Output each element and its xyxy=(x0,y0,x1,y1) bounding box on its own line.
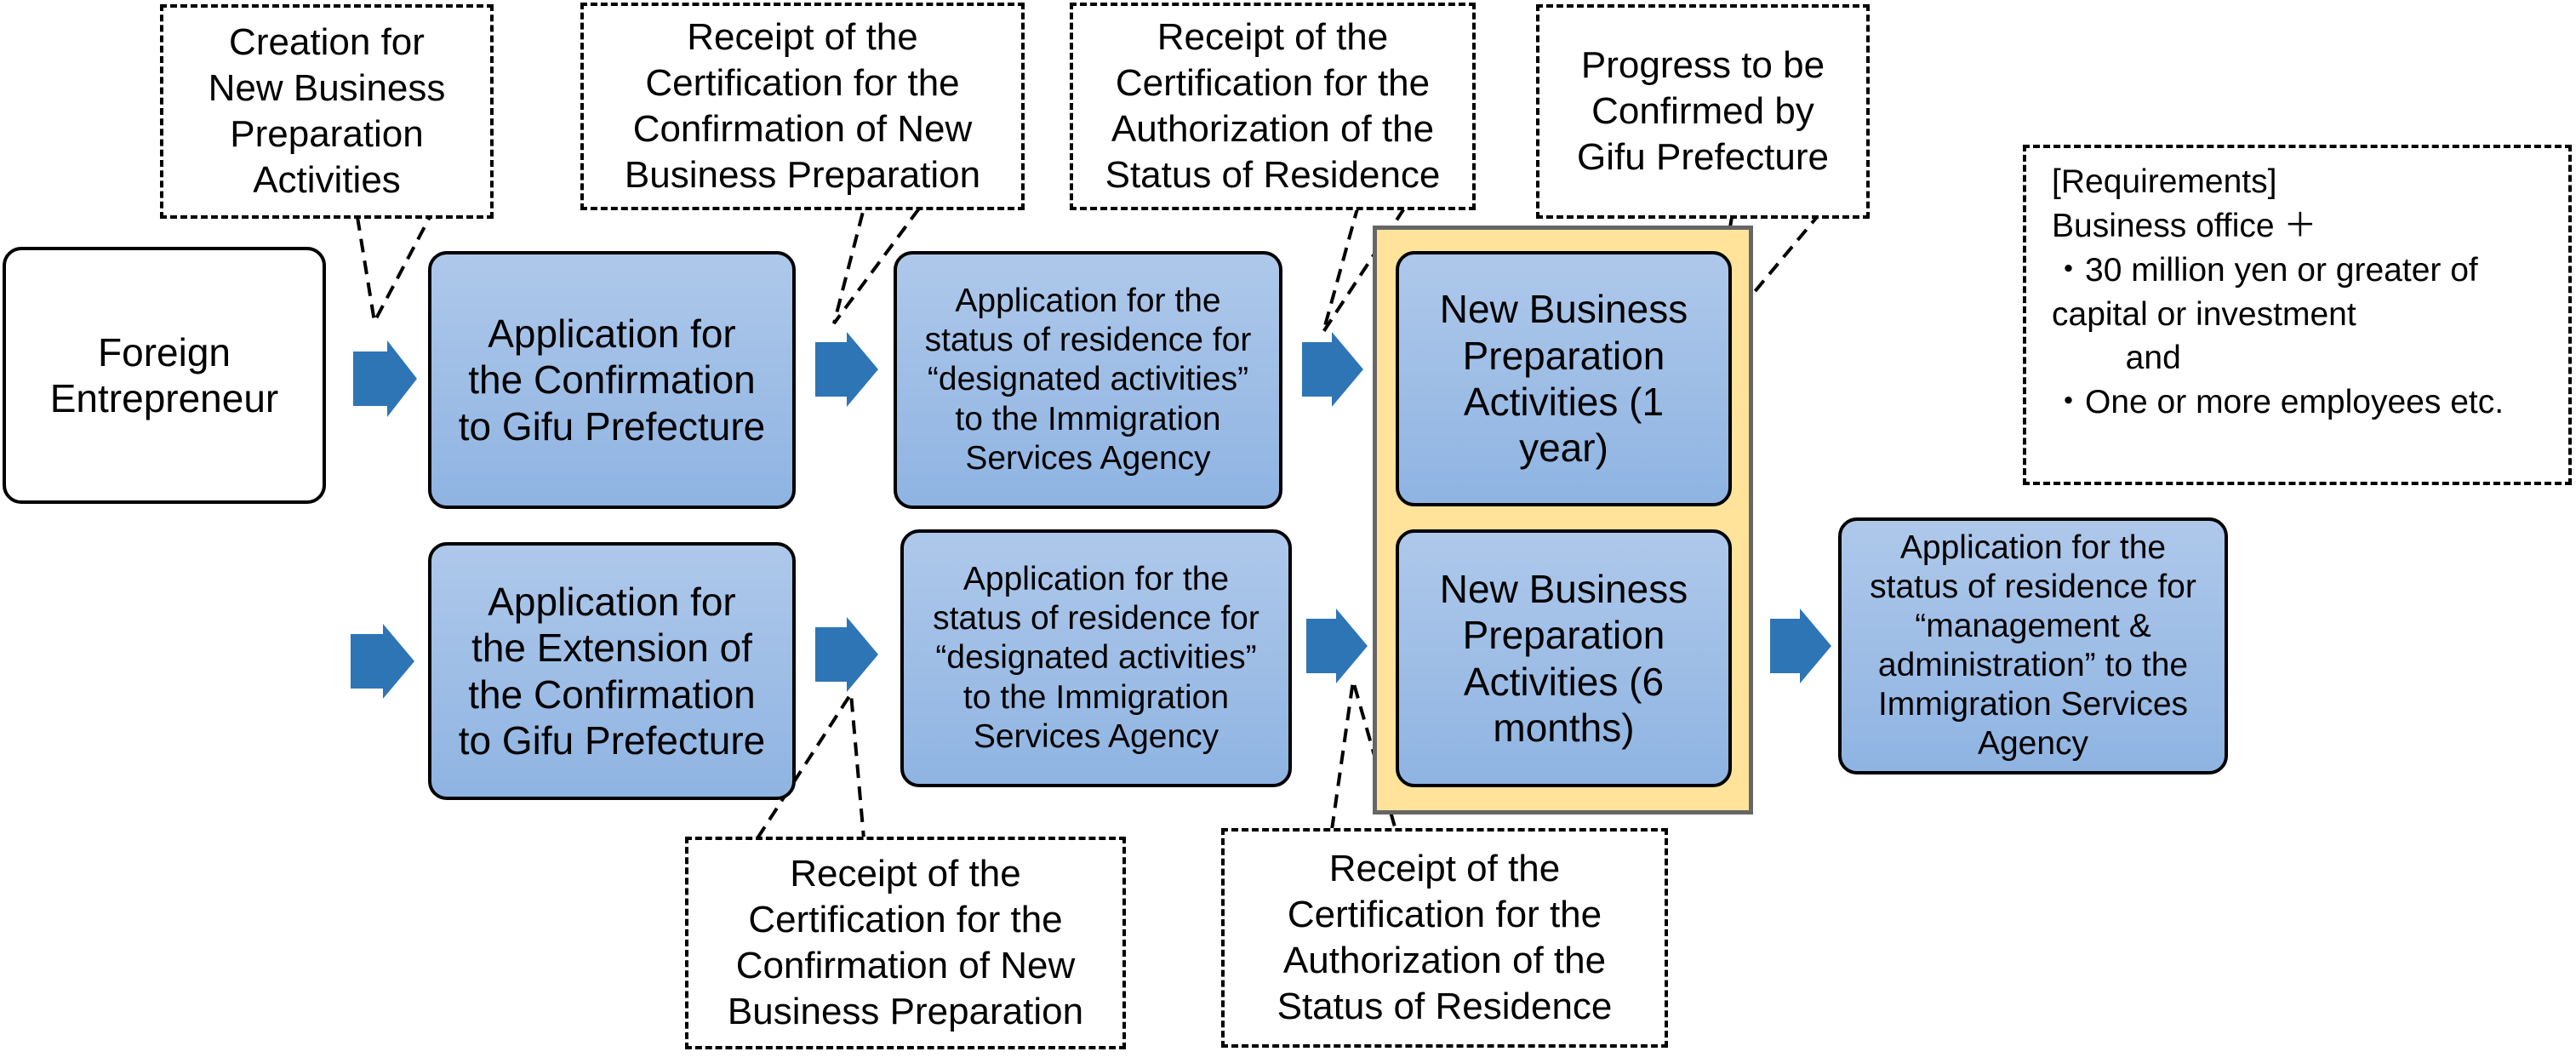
progress-callout: Progress to be Confirmed by Gifu Prefect… xyxy=(1536,4,1870,219)
preparation-activities-1-year-box: New Business Preparation Activities (1 y… xyxy=(1396,251,1732,506)
flow-arrow xyxy=(815,617,878,692)
flow-arrow xyxy=(1306,609,1368,683)
flow-arrow xyxy=(353,340,417,417)
receipt-confirmation-top-pointer xyxy=(832,207,921,325)
designated-activities-application-box: Application for the status of residence … xyxy=(894,251,1282,509)
preparation-activities-6-months-box: New Business Preparation Activities (6 m… xyxy=(1396,529,1732,787)
application-confirmation-box: Application for the Confirmation to Gifu… xyxy=(428,251,796,509)
receipt-confirmation-top-callout: Receipt of the Certification for the Con… xyxy=(580,3,1025,210)
creation-callout-pointer xyxy=(356,216,431,328)
creation-callout: Creation for New Business Preparation Ac… xyxy=(160,4,494,219)
flow-arrow xyxy=(351,624,414,699)
receipt-authorization-bottom-callout: Receipt of the Certification for the Aut… xyxy=(1221,828,1668,1048)
application-extension-box: Application for the Extension of the Con… xyxy=(428,542,796,800)
flow-arrow xyxy=(815,332,878,407)
foreign-entrepreneur-box: Foreign Entrepreneur xyxy=(3,247,326,504)
flow-arrow xyxy=(1302,332,1363,407)
management-administration-application-box: Application for the status of residence … xyxy=(1838,517,2228,774)
requirements-note: [Requirements] Business office ＋ ・30 mil… xyxy=(2023,145,2572,485)
flow-arrow xyxy=(1770,609,1831,683)
designated-activities-extension-application-box: Application for the status of residence … xyxy=(900,529,1292,787)
receipt-confirmation-bottom-callout: Receipt of the Certification for the Con… xyxy=(685,837,1126,1049)
receipt-authorization-top-callout: Receipt of the Certification for the Aut… xyxy=(1070,3,1476,210)
